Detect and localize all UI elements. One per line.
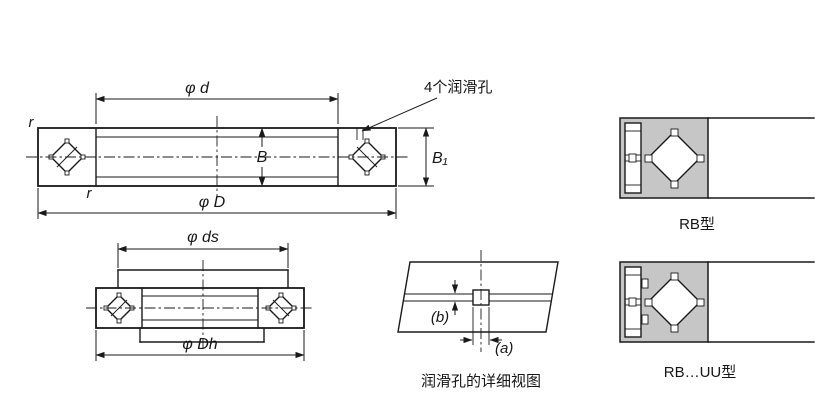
rb-uu-type-figure: RB…UU型: [619, 261, 815, 381]
lube-holes-callout: 4个润滑孔: [361, 79, 492, 132]
corner-relief: [670, 180, 679, 189]
phi-d-label: φ d: [185, 80, 210, 97]
lube-hole-detail-view: (b) (a) 润滑孔的详细视图: [397, 250, 559, 390]
corner-relief: [670, 128, 679, 137]
corner-relief: [64, 138, 70, 144]
dimension-B1: B₁: [398, 127, 448, 187]
dimension-a: (a): [460, 307, 513, 357]
corner-relief: [644, 298, 653, 307]
corner-relief: [670, 272, 679, 281]
dimension-phi-ds: φ ds: [117, 229, 289, 268]
spacer-mark: [628, 297, 637, 307]
corner-relief: [364, 138, 370, 144]
phi-D-label: φ D: [199, 194, 226, 211]
b-label: (b): [431, 309, 449, 326]
a-label: (a): [495, 340, 513, 357]
lube-holes-note: 4个润滑孔: [424, 79, 492, 96]
r-label-top: r: [29, 114, 35, 131]
centerlines: [26, 116, 408, 198]
corner-relief: [696, 154, 705, 163]
roller-axis-line: [110, 299, 128, 317]
dimension-phi-D: φ D: [37, 188, 397, 219]
corner-relief: [696, 298, 705, 307]
seal-mark: [641, 314, 649, 325]
B-label: B: [257, 149, 268, 166]
corner-relief: [278, 292, 284, 298]
r-label-bottom: r: [87, 185, 93, 202]
phi-ds-label: φ ds: [187, 229, 219, 246]
corner-relief: [80, 154, 86, 160]
corner-relief: [116, 318, 122, 324]
centerlines: [86, 260, 314, 350]
phi-Dh-label: φ Dh: [182, 336, 217, 353]
spacer-mark: [628, 153, 637, 163]
corner-relief: [364, 170, 370, 176]
dimension-B: B: [257, 127, 268, 187]
corner-relief: [116, 292, 122, 298]
detail-caption: 润滑孔的详细视图: [421, 373, 541, 390]
rb-type-figure: RB型: [619, 117, 815, 233]
dimension-phi-d: φ d: [95, 80, 339, 124]
B1-label: B₁: [432, 150, 448, 167]
radius-labels: r r: [29, 114, 93, 202]
dimension-b: (b): [431, 280, 459, 326]
dimension-phi-Dh: φ Dh: [95, 330, 305, 361]
corner-relief: [64, 170, 70, 176]
mount-section-view: φ ds φ Dh: [86, 229, 314, 361]
corner-relief: [644, 154, 653, 163]
corner-relief: [278, 318, 284, 324]
main-section-view: φ d B B₁ φ D r r 4个润滑孔: [26, 79, 492, 219]
leader-line: [361, 97, 438, 132]
rb-type-caption: RB型: [679, 216, 715, 233]
rb-uu-type-caption: RB…UU型: [664, 364, 737, 381]
corner-relief: [670, 324, 679, 333]
seal-mark: [641, 278, 649, 289]
mount-body: [95, 269, 305, 343]
